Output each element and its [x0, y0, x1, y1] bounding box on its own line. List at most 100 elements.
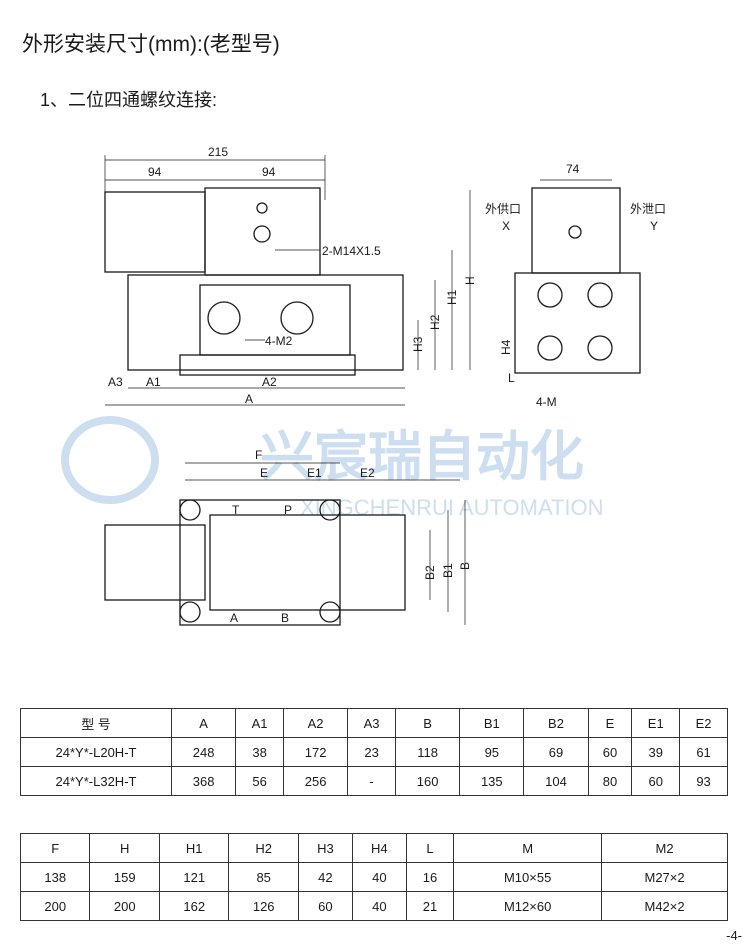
dim-f: F: [255, 448, 262, 462]
svg-text:兴宸瑞自动化: 兴宸瑞自动化: [260, 427, 584, 487]
column-header: B: [394, 708, 461, 738]
table-cell: 60: [297, 891, 353, 921]
table-cell: 93: [679, 766, 728, 796]
column-header: A: [170, 708, 237, 738]
port-b: B: [281, 611, 289, 625]
port-a: A: [230, 611, 238, 625]
table-cell: 135: [459, 766, 525, 796]
table-cell: 60: [631, 766, 681, 796]
table-cell: 40: [351, 862, 407, 892]
table-cell: 368: [170, 766, 237, 796]
front-view: 215 94 94 2-M14X1.5 4-M2 A3 A1 A2 A H H1…: [104, 145, 477, 406]
table-cell: 95: [459, 737, 525, 767]
table-cell: 24*Y*-L32H-T: [20, 766, 172, 796]
table-cell: 56: [235, 766, 284, 796]
table-cell: 16: [405, 862, 455, 892]
section-heading: 1、二位四通螺纹连接:: [40, 90, 218, 110]
dim-a1: A1: [146, 375, 161, 389]
table-cell: M10×55: [453, 862, 603, 892]
ext-drain-label: 外泄口: [630, 202, 666, 216]
dim-94-right: 94: [262, 165, 276, 179]
column-header: L: [405, 833, 455, 863]
table-cell: 21: [405, 891, 455, 921]
column-header: M2: [601, 833, 728, 863]
dim-h1: H1: [445, 289, 459, 305]
column-header: B1: [459, 708, 525, 738]
table-cell: 104: [523, 766, 589, 796]
column-header: H2: [228, 833, 299, 863]
dim-l: L: [508, 371, 515, 385]
watermark-logo: 兴宸瑞自动化 XINGCHENRUI AUTOMATION: [60, 410, 700, 525]
side-view: 74 外供口 X 外泄口 Y H4 L 4-M: [485, 162, 666, 409]
dim-a3: A3: [108, 375, 123, 389]
dim-e2: E2: [360, 466, 375, 480]
port-x-label: X: [502, 219, 510, 233]
table-cell: 118: [394, 737, 461, 767]
port-p: P: [284, 503, 292, 517]
dim-b1: B1: [441, 563, 455, 578]
dim-b2: B2: [423, 565, 437, 580]
port-y-label: Y: [650, 219, 658, 233]
table-cell: 121: [158, 862, 230, 892]
top-view: F E E1 E2 T P A B B B1 B2: [104, 448, 472, 626]
column-header: H: [89, 833, 160, 863]
column-header: H4: [351, 833, 407, 863]
table-cell: 160: [394, 766, 461, 796]
table-cell: 138: [19, 862, 91, 892]
dim-4-m2: 4-M2: [265, 334, 293, 348]
dim-h4: H4: [499, 339, 513, 355]
dim-h2: H2: [428, 314, 442, 330]
dim-a: A: [245, 392, 253, 406]
column-header: 型 号: [20, 708, 172, 738]
table-cell: 23: [347, 737, 396, 767]
table-cell: 172: [282, 737, 349, 767]
thread-label: 2-M14X1.5: [322, 244, 381, 258]
dim-b: B: [458, 562, 472, 570]
column-header: A2: [282, 708, 349, 738]
table-cell: 60: [587, 737, 633, 767]
column-header: E1: [631, 708, 681, 738]
dim-e1: E1: [307, 466, 322, 480]
table-cell: 200: [19, 891, 91, 921]
table-cell: -: [347, 766, 396, 796]
table-cell: 42: [297, 862, 353, 892]
page-number: -4-: [726, 928, 742, 943]
table-cell: M27×2: [601, 862, 728, 892]
dim-h3: H3: [411, 336, 425, 352]
svg-text:XINGCHENRUI AUTOMATION: XINGCHENRUI AUTOMATION: [300, 495, 604, 520]
table-cell: 80: [587, 766, 633, 796]
dim-h: H: [463, 276, 477, 285]
table-cell: 24*Y*-L20H-T: [20, 737, 172, 767]
table-cell: 256: [282, 766, 349, 796]
table-cell: 159: [89, 862, 160, 892]
dim-e: E: [260, 466, 268, 480]
table-cell: M12×60: [453, 891, 603, 921]
dim-a2: A2: [262, 375, 277, 389]
table-cell: 38: [235, 737, 284, 767]
column-header: H3: [297, 833, 353, 863]
column-header: H1: [158, 833, 230, 863]
page-title: 外形安装尺寸(mm):(老型号): [22, 33, 280, 56]
table-cell: 61: [679, 737, 728, 767]
table-cell: 248: [170, 737, 237, 767]
column-header: A3: [347, 708, 396, 738]
table-cell: 39: [631, 737, 681, 767]
table-cell: 126: [228, 891, 299, 921]
table-cell: 85: [228, 862, 299, 892]
column-header: E2: [679, 708, 728, 738]
column-header: F: [19, 833, 91, 863]
column-header: B2: [523, 708, 589, 738]
dim-94-left: 94: [148, 165, 162, 179]
dim-74: 74: [566, 162, 580, 176]
column-header: A1: [235, 708, 284, 738]
port-t: T: [232, 503, 240, 517]
table-cell: 69: [523, 737, 589, 767]
column-header: E: [587, 708, 633, 738]
ext-supply-label: 外供口: [485, 202, 521, 216]
dim-4-m: 4-M: [536, 395, 557, 409]
